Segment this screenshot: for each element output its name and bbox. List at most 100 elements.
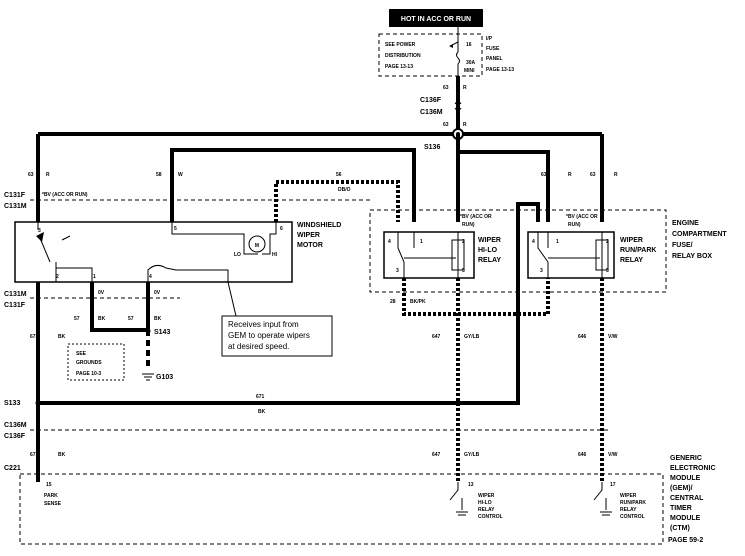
wire-647-a-label: 647 [432, 334, 441, 340]
motor-title-3: MOTOR [297, 242, 323, 249]
wire-28-label: 28 [390, 299, 396, 305]
gem-pin-17: 17 [610, 482, 616, 488]
fuse-panel-label-1: I/P [486, 36, 493, 42]
gem-hilo-switch-icon [449, 482, 468, 516]
motor-pin-1: 1 [93, 274, 96, 280]
ground-icon [142, 373, 154, 381]
hot-label: HOT IN ACC OR RUN [401, 16, 471, 23]
wire-bk-57b-label: BK [154, 316, 162, 322]
connector-c136m-bot: C136M [4, 422, 27, 429]
wire-dbo-label: DB/O [338, 187, 351, 193]
gem-line-1: GENERIC [670, 455, 702, 462]
runpark-pin-4: 4 [532, 239, 535, 245]
wire-bk-671c-label: BK [58, 452, 66, 458]
wire-57-a [90, 282, 148, 332]
wire-63-c-label: 63 [541, 172, 547, 178]
ecfb-line-1: ENGINE [672, 220, 699, 227]
hilo-title-1: WIPER [478, 237, 501, 244]
wire-63-b-label: 63 [443, 122, 449, 128]
fuse-arrow-icon [449, 44, 453, 48]
note-box [221, 315, 333, 357]
splice-s133-label: S133 [4, 400, 20, 407]
connector-c136f: C136F [420, 97, 442, 104]
wire-57-a-label: 57 [74, 316, 80, 322]
wire-vw-a-label: V/W [608, 334, 618, 340]
motor-pin-3: 3 [38, 228, 41, 234]
motor-pin-5: 5 [174, 226, 177, 232]
fuse-panel-box [378, 33, 483, 77]
wire-r-b-label: R [463, 122, 467, 128]
gem-line-7: MODULE [670, 515, 701, 522]
wire-671-b-label: 671 [256, 394, 265, 400]
gem-pin-13: 13 [468, 482, 474, 488]
hilo-acc-a: *BV (ACC OR [460, 214, 492, 220]
wire-646-b-label: 646 [578, 452, 587, 458]
motor-pin-4: 4 [149, 274, 152, 280]
gem-park-2: SENSE [44, 501, 62, 507]
connector-c131f-bot: C131F [4, 302, 26, 309]
gem-line-5: CENTRAL [670, 495, 704, 502]
fuse-note-3: PAGE 13-13 [385, 64, 413, 70]
connector-c221: C221 [4, 465, 21, 472]
wire-646-a-label: 646 [578, 334, 587, 340]
motor-acc-run: *BV (ACC OR RUN) [42, 192, 88, 198]
engine-compartment-box [369, 209, 667, 293]
runpark-relay-box [527, 231, 615, 279]
splice-s143-label: S143 [154, 329, 170, 336]
fuse-rating: 30A [466, 60, 476, 66]
runpark-pin-1: 1 [556, 239, 559, 245]
note-leader-line [227, 281, 237, 317]
wire-56 [274, 180, 400, 222]
wire-gylb-a-label: GY/LB [464, 334, 480, 340]
hilo-acc-b: RUN) [462, 222, 475, 228]
wire-63-left-label: 63 [28, 172, 34, 178]
wire-r-d-label: R [614, 172, 618, 178]
wire-r-left-label: R [46, 172, 50, 178]
hot-label-box [389, 9, 483, 27]
motor-title-2: WIPER [297, 232, 320, 239]
motor-bv-b: 0V [154, 290, 161, 296]
fuse-type: MINI [464, 68, 475, 74]
hilo-title-2: HI-LO [478, 247, 498, 254]
gem-hilo-1: WIPER [478, 493, 495, 499]
motor-icon [248, 235, 266, 253]
connector-c136-symbol [454, 99, 462, 113]
motor-hi: HI [272, 252, 278, 258]
wire-gylb-b-label: GY/LB [464, 452, 480, 458]
grounds-line-2: GROUNDS [76, 360, 102, 366]
wire-r-a-label: R [463, 85, 467, 91]
grounds-line-1: SEE [76, 351, 87, 357]
park-switch-wiring [37, 222, 93, 282]
gem-line-2: ELECTRONIC [670, 465, 716, 472]
ecfb-line-4: RELAY BOX [672, 253, 712, 260]
runpark-title-2: RUN/PARK [620, 247, 656, 254]
gem-line-3: MODULE [670, 475, 701, 482]
runpark-acc-b: RUN) [568, 222, 581, 228]
runpark-pin-5: 5 [606, 268, 609, 274]
gem-rp-1: WIPER [620, 493, 637, 499]
connector-c131f-top: C131F [4, 192, 26, 199]
runpark-coil-icon [595, 239, 609, 271]
motor-bv-a: 0V [98, 290, 105, 296]
motor-pin-4-wiring [147, 264, 229, 282]
wire-bk-671a-label: BK [58, 334, 66, 340]
hilo-relay-box [383, 231, 475, 279]
motor-title-1: WINDSHIELD [297, 222, 341, 229]
motor-internal-wiring [171, 222, 277, 255]
gem-line-6: TIMER [670, 505, 692, 512]
wire-58-label: 58 [156, 172, 162, 178]
gem-runpark-switch-icon [593, 482, 612, 516]
wire-671-to-runpark [38, 202, 540, 405]
note-line-1: Receives input from [228, 320, 299, 329]
splice-s143-dot [145, 328, 151, 334]
hilo-pin-5: 5 [462, 268, 465, 274]
park-switch-contact-icon [36, 232, 44, 242]
fuse-note-1: SEE POWER [385, 42, 416, 48]
wire-r-c-label: R [568, 172, 572, 178]
hilo-coil-icon [451, 239, 465, 271]
wire-58 [170, 148, 416, 222]
hilo-title-3: RELAY [478, 257, 501, 264]
gem-page: PAGE 59-2 [668, 537, 703, 544]
motor-pin-6: 6 [280, 226, 283, 232]
connector-c131m-top: C131M [4, 203, 27, 210]
